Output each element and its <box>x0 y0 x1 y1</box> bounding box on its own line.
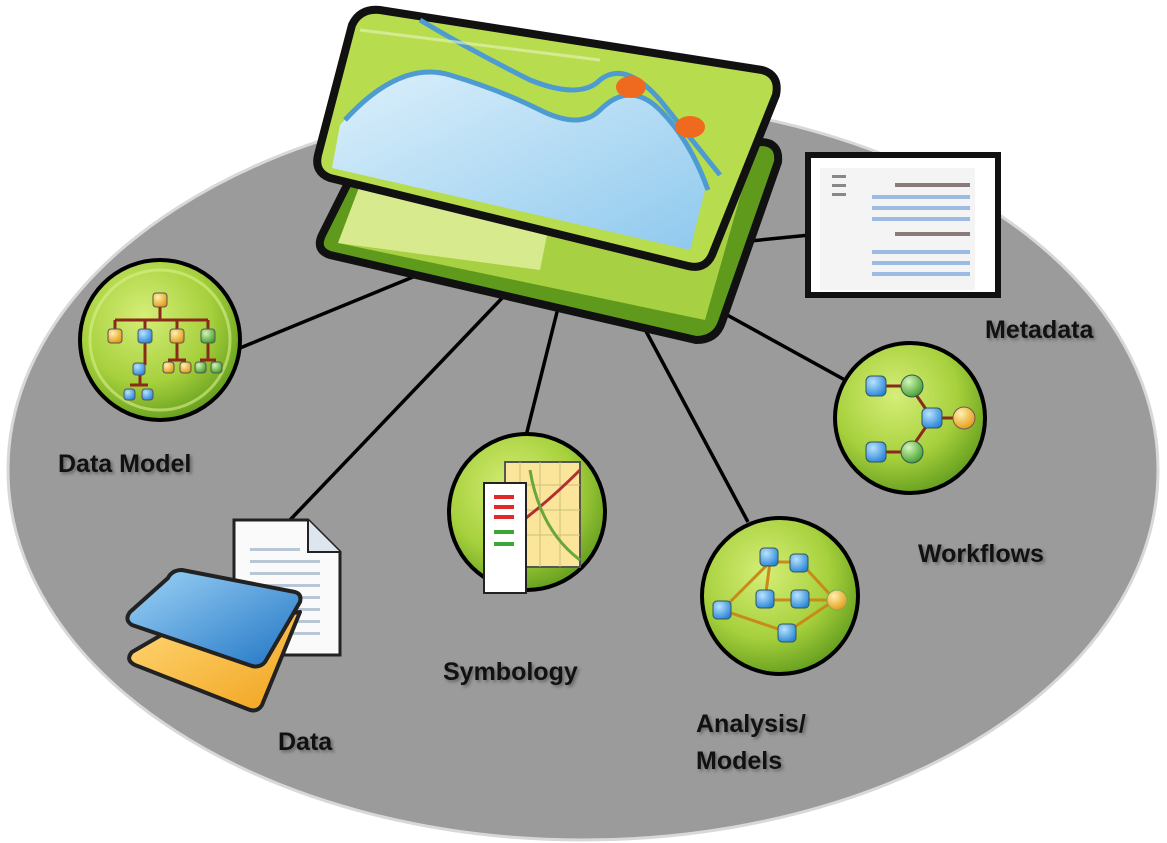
connector-lines <box>239 233 846 523</box>
label-workflows: Workflows <box>918 540 1044 568</box>
label-data: Data <box>278 728 333 756</box>
label-data-model: Data Model <box>58 450 192 478</box>
label-metadata: Metadata <box>985 316 1094 344</box>
label-analysis-line2: Models <box>696 747 783 775</box>
hierarchy-tree-icon <box>78 258 242 422</box>
document-metadata-icon <box>805 152 1001 298</box>
layered-map-icon <box>313 5 783 344</box>
label-symbology: Symbology <box>443 658 578 686</box>
network-graph-icon <box>700 516 860 676</box>
layers-document-icon <box>125 518 342 713</box>
label-analysis-line1: Analysis/ <box>696 710 806 738</box>
legend-map-icon <box>447 432 607 594</box>
workflow-icon <box>833 341 987 495</box>
